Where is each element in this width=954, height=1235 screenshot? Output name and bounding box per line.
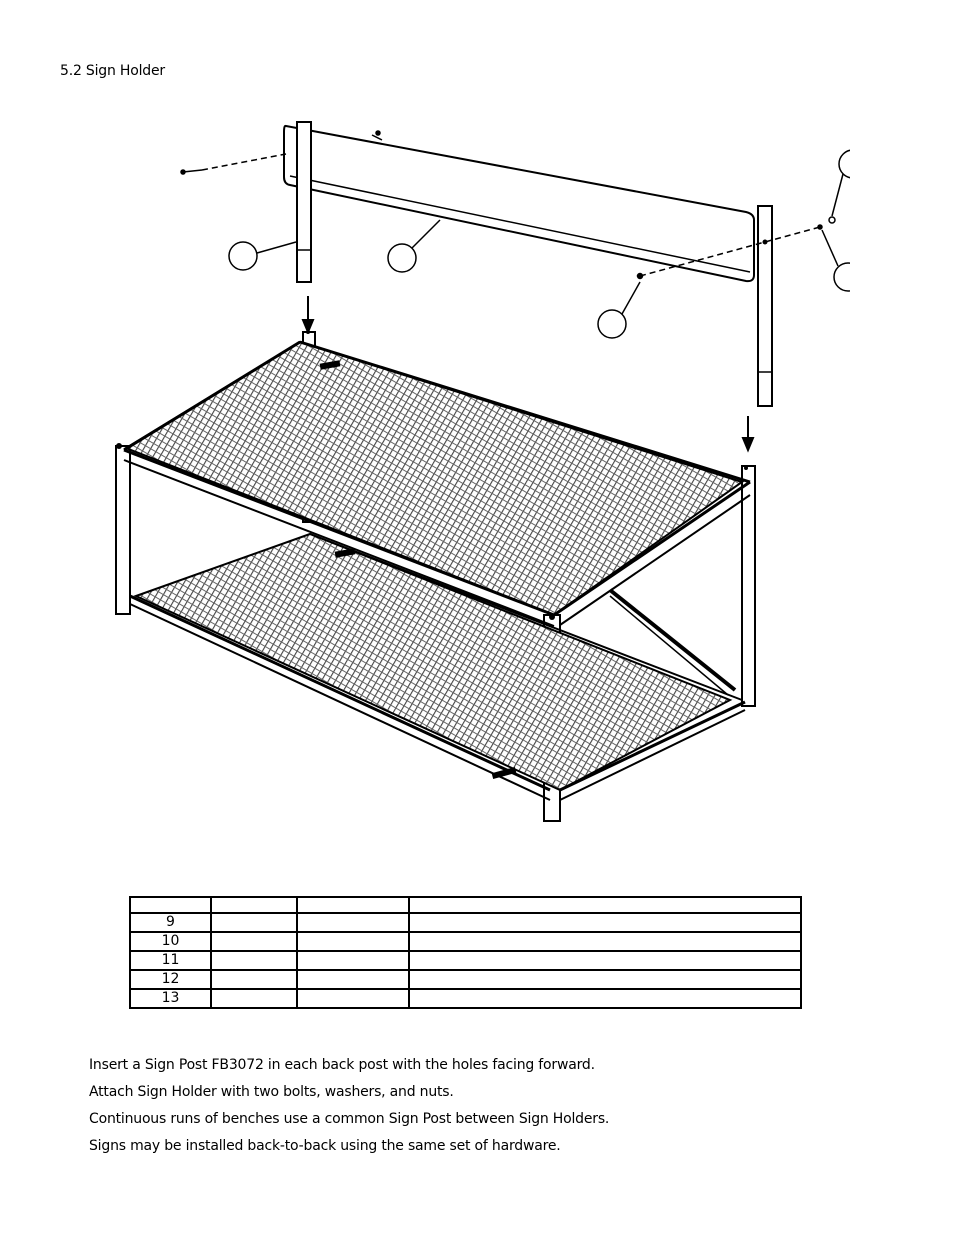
sign-holder-panel bbox=[283, 124, 755, 283]
table-cell: 9 bbox=[129, 912, 212, 933]
table-row: 13 bbox=[129, 988, 802, 1009]
table-cell: 11 bbox=[129, 950, 212, 971]
table-cell bbox=[210, 969, 298, 990]
table-cell bbox=[296, 950, 410, 971]
table-cell bbox=[210, 988, 298, 1009]
table-cell bbox=[408, 969, 802, 990]
table-cell bbox=[210, 912, 298, 933]
assembly-diagram bbox=[115, 121, 850, 822]
instruction-line: Signs may be installed back-to-back usin… bbox=[89, 1138, 561, 1154]
table-cell: 12 bbox=[129, 969, 212, 990]
table-cell bbox=[296, 969, 410, 990]
parts-table: 9 10 11 12 13 bbox=[129, 896, 802, 1009]
table-header-cell bbox=[129, 896, 212, 914]
table-cell bbox=[296, 931, 410, 952]
right-hardware bbox=[636, 216, 836, 280]
table-cell bbox=[408, 988, 802, 1009]
table-header-cell bbox=[210, 896, 298, 914]
top-bolt bbox=[371, 130, 383, 141]
instructions: Insert a Sign Post FB3072 in each back p… bbox=[89, 1055, 609, 1163]
table-row: 10 bbox=[129, 931, 802, 952]
table-cell bbox=[296, 912, 410, 933]
table-row: 11 bbox=[129, 950, 802, 971]
callout-bubbles bbox=[228, 149, 850, 339]
table-cell bbox=[408, 931, 802, 952]
insert-arrows bbox=[301, 296, 755, 453]
left-sign-post bbox=[296, 121, 312, 283]
instruction-line: Insert a Sign Post FB3072 in each back p… bbox=[89, 1057, 595, 1073]
table-cell bbox=[408, 950, 802, 971]
table-cell: 10 bbox=[129, 931, 212, 952]
section-title: 5.2 Sign Holder bbox=[60, 63, 165, 79]
table-header-cell bbox=[296, 896, 410, 914]
table-row: 12 bbox=[129, 969, 802, 990]
right-sign-post bbox=[757, 205, 773, 407]
left-bolt bbox=[180, 153, 287, 175]
instruction-line: Continuous runs of benches use a common … bbox=[89, 1111, 610, 1127]
table-row: 9 bbox=[129, 912, 802, 933]
table-cell bbox=[296, 988, 410, 1009]
table-cell bbox=[408, 912, 802, 933]
table-cell bbox=[210, 950, 298, 971]
bench-frame bbox=[115, 331, 756, 822]
table-header-cell bbox=[408, 896, 802, 914]
table-cell bbox=[210, 931, 298, 952]
table-cell: 13 bbox=[129, 988, 212, 1009]
frame-connectors bbox=[116, 330, 748, 780]
instruction-line: Attach Sign Holder with two bolts, washe… bbox=[89, 1084, 454, 1100]
table-header-row bbox=[129, 896, 802, 914]
